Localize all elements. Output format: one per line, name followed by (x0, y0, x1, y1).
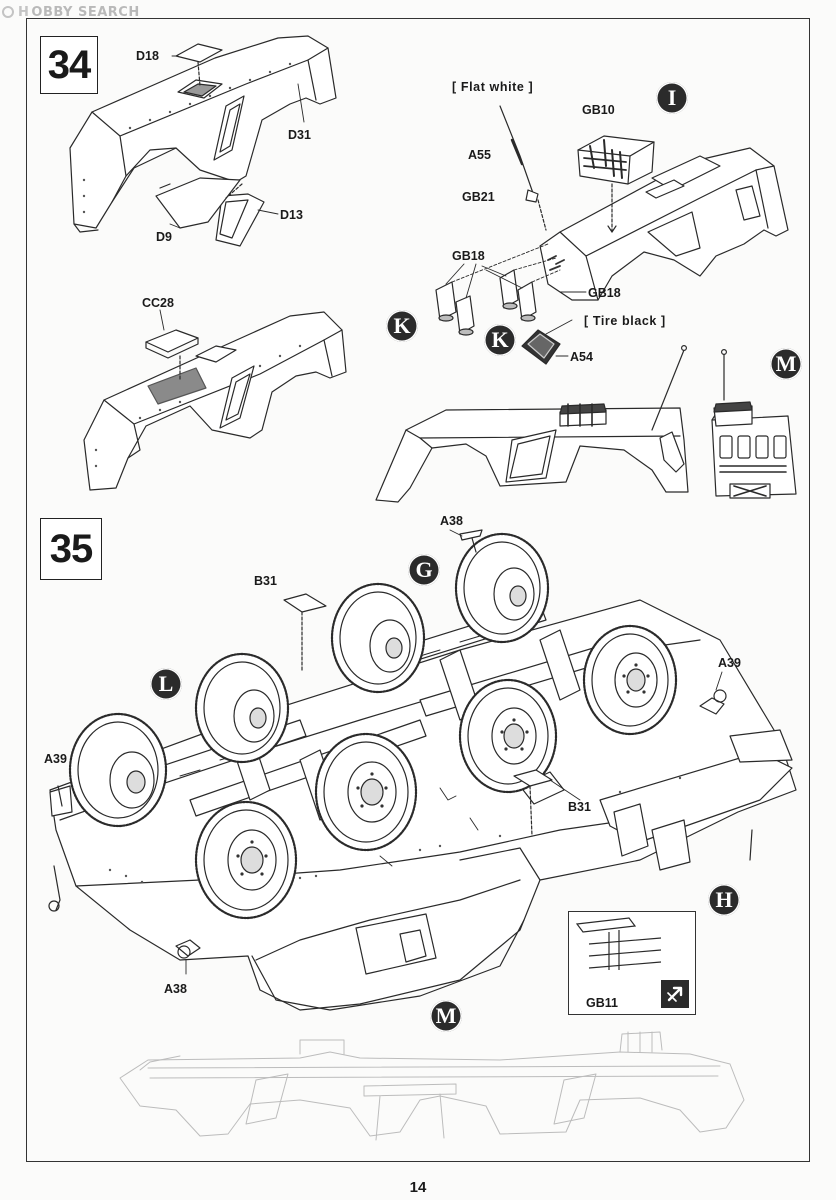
hull-right-assembly-drawing (539, 147, 789, 301)
sub-assembly-marker-k-right: K (484, 324, 516, 356)
part-label-a54: A54 (570, 350, 593, 364)
part-label-a55: A55 (468, 148, 491, 162)
step-34-number-box: 34 (40, 36, 98, 94)
hull-part-cc28-drawing (83, 309, 347, 491)
wheel-second-left (194, 652, 290, 764)
hull-part-d31-drawing (69, 35, 337, 233)
part-label-b31-top: B31 (254, 574, 277, 588)
watermark-logo-icon (2, 6, 14, 18)
part-label-d18: D18 (136, 49, 159, 63)
step-35-number-box: 35 (40, 518, 102, 580)
part-label-a38-top: A38 (440, 514, 463, 528)
sub-assembly-marker-l: L (150, 668, 182, 700)
part-label-gb18-right: GB18 (588, 286, 621, 300)
wheel-rear-left (454, 532, 550, 644)
part-label-d9: D9 (156, 230, 172, 244)
step-35-number: 35 (49, 527, 93, 571)
sub-assembly-marker-m-step35: M (430, 1000, 462, 1032)
sub-assembly-marker-m-step34: M (770, 348, 802, 380)
flap-part-d13-drawing (155, 177, 265, 247)
part-label-a39-right: A39 (718, 656, 741, 670)
door-part-drawing (213, 95, 245, 161)
wheel-front-right (194, 800, 298, 920)
reference-assembled-hull-drawing (119, 1031, 745, 1141)
watermark-brand: OBBY SEARCH (31, 4, 140, 20)
stowage-box-gb10-drawing (577, 135, 655, 233)
part-label-cc28: CC28 (142, 296, 174, 310)
watermark-logo-letter: H (18, 4, 30, 20)
detail-inset-gb11 (568, 911, 696, 1015)
smoke-dischargers-gb18-drawing (435, 243, 587, 336)
part-label-gb10: GB10 (582, 103, 615, 117)
hull-rear-endview-drawing (711, 349, 797, 499)
road-wheels-drawing (68, 532, 678, 920)
wheel-third-left (330, 582, 426, 694)
sub-assembly-marker-g: G (408, 554, 440, 586)
tire-black-part-a54-drawing (521, 319, 573, 365)
step-34-number: 34 (47, 43, 91, 87)
wheel-second-right (314, 732, 418, 852)
part-label-a38-bottom: A38 (164, 982, 187, 996)
wheel-rear-right (582, 624, 678, 736)
part-label-gb18-left: GB18 (452, 249, 485, 263)
part-label-gb11: GB11 (586, 996, 618, 1010)
sub-assembly-marker-i: I (656, 82, 688, 114)
hull-rear-assembled-drawing (375, 345, 689, 503)
hatch-part-d18-drawing (175, 43, 223, 99)
part-label-gb21: GB21 (462, 190, 495, 204)
sub-assembly-marker-k-left: K (386, 310, 418, 342)
part-label-b31-mid: B31 (568, 800, 591, 814)
paint-note-tire-black: [ Tire black ] (584, 314, 666, 328)
part-label-a39-left: A39 (44, 752, 67, 766)
inset-part-drawing (575, 917, 662, 970)
sub-assembly-marker-h: H (708, 884, 740, 916)
wheel-third-right (458, 678, 558, 794)
page-number: 14 (409, 1179, 427, 1196)
step35-small-parts-drawing (57, 529, 727, 975)
part-label-d13: D13 (280, 208, 303, 222)
wheel-front-left (68, 712, 168, 828)
inset-arrow-icon (661, 980, 689, 1008)
antenna-part-a55-drawing (499, 105, 547, 231)
part-label-d31: D31 (288, 128, 311, 142)
page-frame (26, 18, 810, 1162)
paint-note-flat-white: [ Flat white ] (452, 80, 534, 94)
